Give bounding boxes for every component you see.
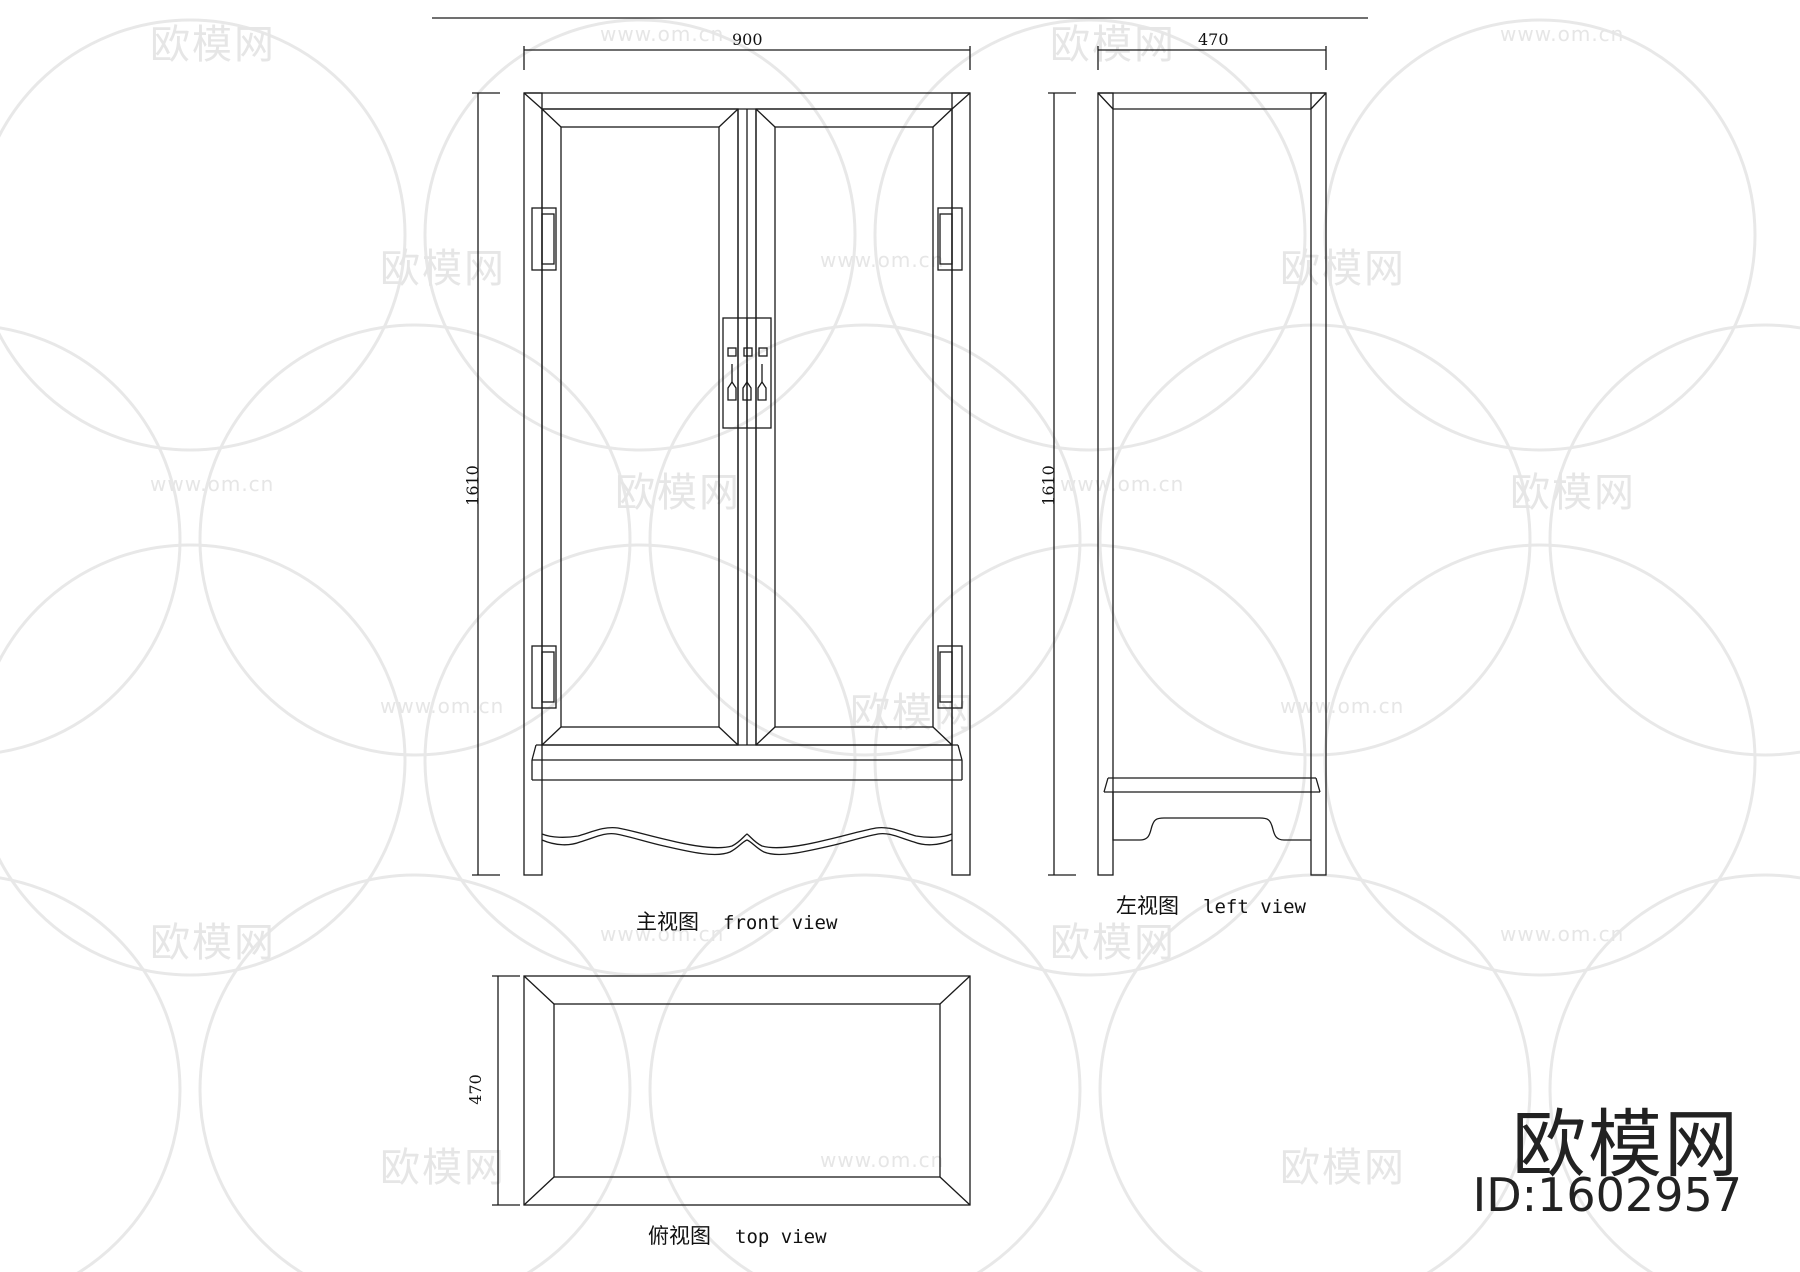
watermark-url: www.om.cn (600, 922, 725, 946)
watermark-logo: 欧模网 (850, 690, 976, 736)
front-view-caption: 主视图 front view (636, 906, 837, 936)
watermark-url: www.om.cn (380, 694, 505, 718)
brand-id-label: ID:1602957 (1472, 1168, 1742, 1222)
watermark-logo: 欧模网 (380, 1145, 506, 1191)
watermark-logo: 欧模网 (1050, 22, 1176, 68)
top-view-caption-en: top view (735, 1226, 827, 1248)
front-height-dimension: 1610 (462, 465, 482, 506)
left-height-dimension: 1610 (1038, 465, 1058, 506)
front-view-drawing (472, 46, 971, 876)
watermark-logo: 欧模网 (380, 246, 506, 292)
top-view-caption-cn: 俯视图 (648, 1224, 711, 1248)
left-view-caption: 左视图 left view (1116, 890, 1306, 920)
top-view-caption: 俯视图 top view (648, 1220, 827, 1250)
left-width-dimension: 470 (1198, 30, 1229, 49)
front-width-dimension: 900 (732, 30, 763, 49)
watermark-logo: 欧模网 (1280, 1145, 1406, 1191)
watermark-url: www.om.cn (1280, 694, 1405, 718)
watermark-logo: 欧模网 (1050, 920, 1176, 966)
left-view-drawing (1048, 46, 1327, 876)
front-view-caption-cn: 主视图 (636, 910, 699, 934)
watermark-logo: 欧模网 (615, 470, 741, 516)
left-view-caption-en: left view (1203, 896, 1306, 918)
watermark-url: www.om.cn (820, 1148, 945, 1172)
brand-logo-text: 欧模网 (1512, 1102, 1740, 1188)
top-depth-dimension: 470 (465, 1074, 485, 1105)
watermark-logo: 欧模网 (150, 920, 276, 966)
watermark-url: www.om.cn (1500, 22, 1625, 46)
left-view-caption-cn: 左视图 (1116, 894, 1179, 918)
watermark-url: www.om.cn (1060, 472, 1185, 496)
watermark-logo: 欧模网 (150, 22, 276, 68)
watermark-url: www.om.cn (820, 248, 945, 272)
watermark-url: www.om.cn (1500, 922, 1625, 946)
watermark-logo: 欧模网 (1510, 470, 1636, 516)
front-view-caption-en: front view (723, 912, 838, 934)
watermark-logo: 欧模网 (1280, 246, 1406, 292)
watermark-url: www.om.cn (600, 22, 725, 46)
top-view-drawing (492, 975, 971, 1206)
watermark-url: www.om.cn (150, 472, 275, 496)
